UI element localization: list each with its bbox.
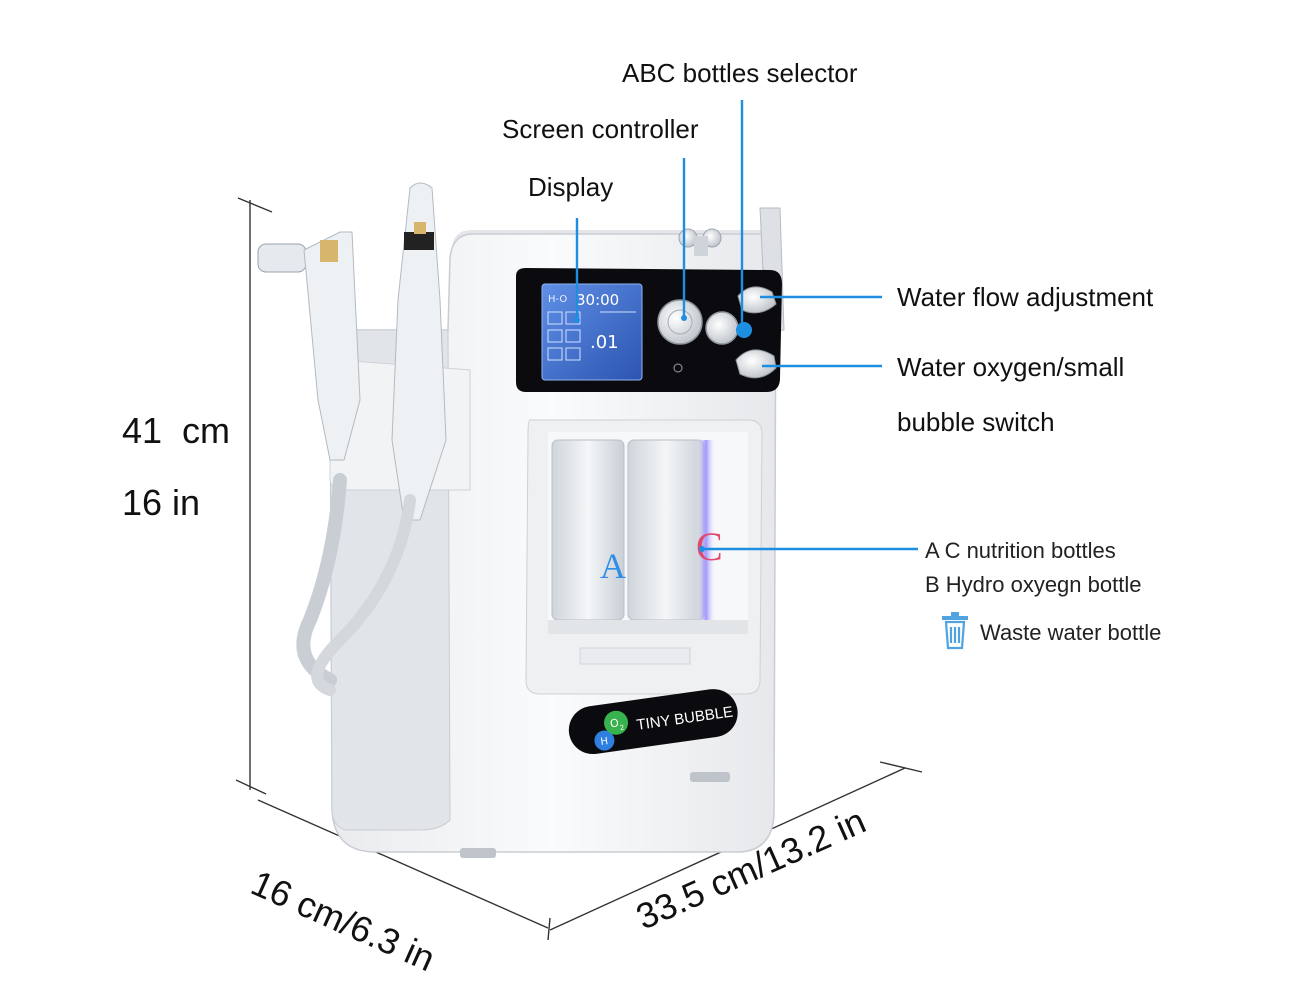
svg-text:H: H	[600, 736, 609, 748]
leader-lines	[575, 100, 918, 551]
height-dimension-line	[235, 197, 273, 795]
water-oxygen-label-line1: Water oxygen/small	[897, 352, 1125, 382]
water-flow-knob	[737, 286, 777, 314]
device: H-O 30:00 .01 A C	[257, 182, 785, 858]
svg-text:2: 2	[619, 724, 625, 733]
svg-text:.01: .01	[590, 332, 619, 353]
svg-text:C: C	[696, 524, 723, 569]
b-hydro-label: B Hydro oxyegn bottle	[925, 572, 1142, 597]
waste-water-label: Waste water bottle	[980, 620, 1162, 645]
svg-text:H-O: H-O	[548, 294, 567, 305]
svg-text:30:00: 30:00	[576, 291, 619, 309]
height-cm-label: 41 cm	[122, 410, 231, 451]
depth-dimension-line	[257, 799, 551, 941]
abc-selector-label: ABC bottles selector	[622, 58, 858, 88]
abc-selector-knob	[705, 311, 739, 345]
leader-dots	[574, 315, 748, 552]
display-screen: H-O 30:00 .01	[541, 283, 643, 381]
screen-controller-knob	[657, 299, 703, 345]
trash-icon	[942, 612, 968, 650]
screen-controller-label: Screen controller	[502, 114, 699, 144]
water-flow-label: Water flow adjustment	[897, 282, 1154, 312]
bottles: A C	[548, 439, 748, 634]
svg-text:A: A	[600, 546, 626, 586]
svg-text:O: O	[609, 716, 620, 730]
handpieces	[257, 182, 447, 696]
water-oxygen-knob	[735, 349, 777, 379]
display-label: Display	[528, 172, 614, 202]
water-oxygen-label-line2: bubble switch	[897, 407, 1055, 437]
height-in-label: 16 in	[122, 482, 201, 523]
ac-nutrition-label: A C nutrition bottles	[925, 538, 1116, 563]
brand-plate: H O 2 TINY BUBBLE	[568, 689, 738, 755]
